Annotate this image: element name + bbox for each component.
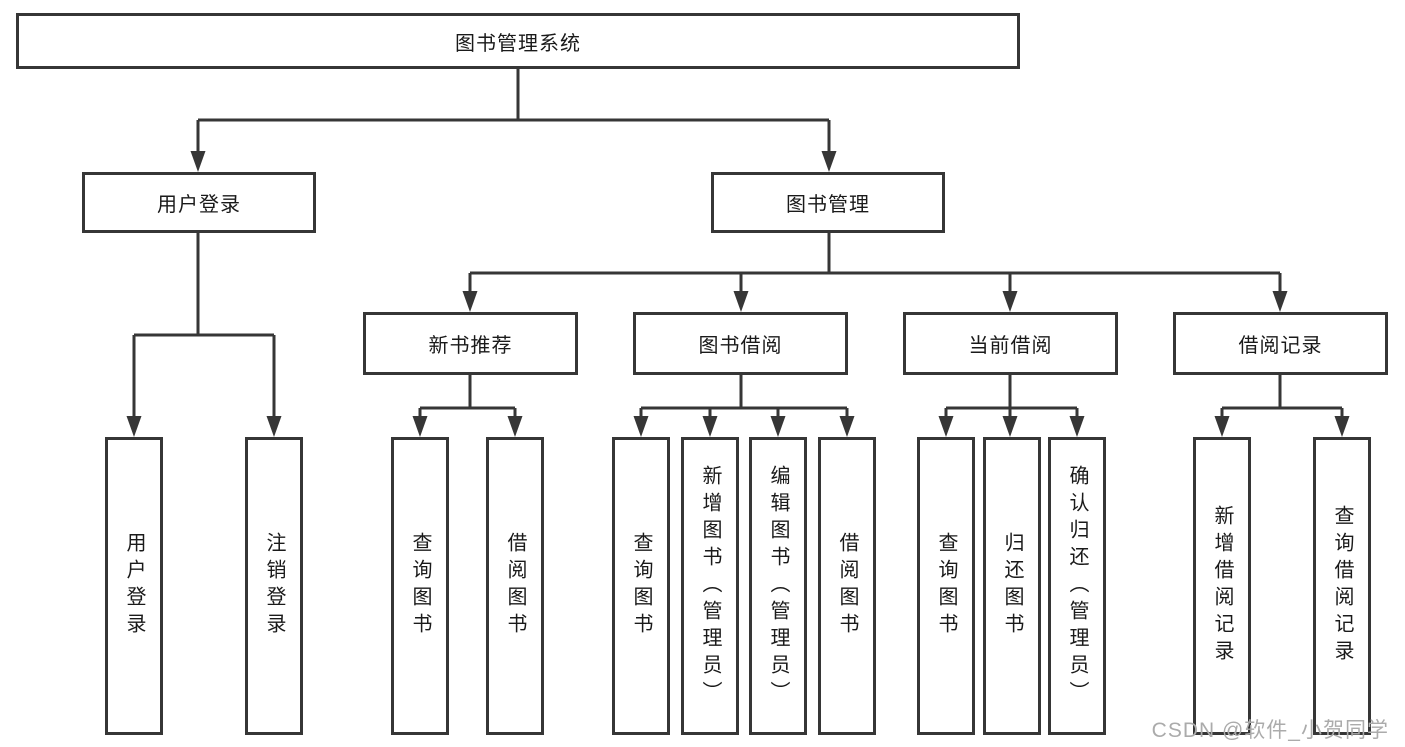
node-user-login: 用户登录: [82, 172, 316, 233]
connector-current-group: [944, 375, 1079, 417]
connector-borrow-group: [639, 375, 849, 417]
leaf-edit-book-admin: 编辑图书（管理员）: [749, 437, 807, 735]
connector-book-mgmt-group: [468, 233, 1282, 292]
leaf-borrow-books-1: 借阅图书: [486, 437, 544, 735]
connector-record-group: [1220, 375, 1344, 417]
node-book-management: 图书管理: [711, 172, 945, 233]
csdn-watermark: CSDN @软件_小贺同学: [1151, 719, 1389, 742]
leaf-query-books-3: 查询图书: [917, 437, 975, 735]
leaf-user-login: 用户登录: [105, 437, 163, 735]
node-new-book-recommend: 新书推荐: [363, 312, 578, 375]
leaf-add-book-admin: 新增图书（管理员）: [681, 437, 739, 735]
leaf-add-borrow-record: 新增借阅记录: [1193, 437, 1251, 735]
node-root-system: 图书管理系统: [16, 13, 1020, 69]
leaf-borrow-books-2: 借阅图书: [818, 437, 876, 735]
node-book-borrowing: 图书借阅: [633, 312, 848, 375]
connector-root-to-level2: [196, 69, 831, 152]
arrowheads: [126, 151, 1350, 437]
connector-new-book-group: [418, 375, 517, 417]
connector-user-login-group: [132, 233, 276, 417]
leaf-confirm-return-admin: 确认归还（管理员）: [1048, 437, 1106, 735]
leaf-logout: 注销登录: [245, 437, 303, 735]
node-current-borrowing: 当前借阅: [903, 312, 1118, 375]
leaf-query-borrow-record: 查询借阅记录: [1313, 437, 1371, 735]
node-borrowing-records: 借阅记录: [1173, 312, 1388, 375]
leaf-return-book: 归还图书: [983, 437, 1041, 735]
leaf-query-books-1: 查询图书: [391, 437, 449, 735]
leaf-query-books-2: 查询图书: [612, 437, 670, 735]
